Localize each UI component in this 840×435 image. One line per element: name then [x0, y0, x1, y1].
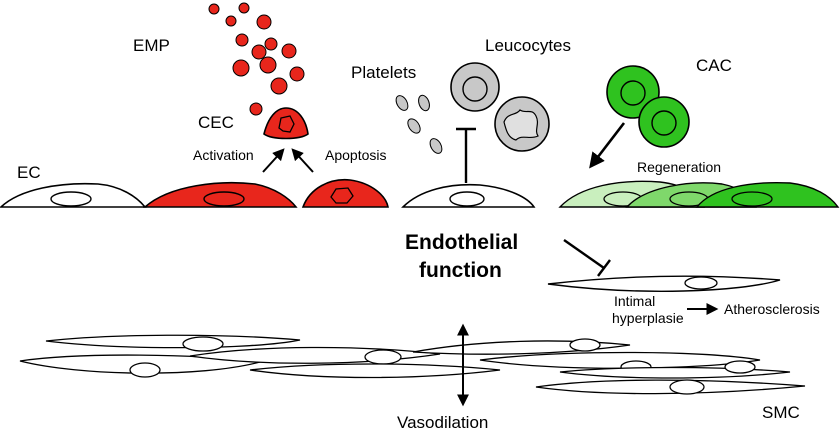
label-emp: EMP [133, 36, 170, 55]
cac-homing-arrow [589, 122, 626, 169]
intimal-smc-cell [547, 275, 781, 292]
label-smc: SMC [762, 403, 800, 422]
ec-cell [0, 182, 147, 208]
label-intimal-line2: hyperplasie [612, 310, 684, 326]
label-cec: CEC [198, 113, 234, 132]
inhibition-arrow-intimal [563, 239, 611, 277]
label-vasodilation: Vasodilation [397, 413, 488, 432]
label-platelets: Platelets [351, 63, 416, 82]
label-apoptosis: Apoptosis [325, 147, 386, 163]
activated-ec-cell [142, 181, 298, 208]
healthy-ec-cell [401, 183, 536, 208]
label-endothelial-function-line2: function [419, 259, 502, 282]
apoptosis-arrow [291, 148, 314, 173]
cec-cell [263, 107, 309, 140]
label-activation: Activation [193, 147, 254, 163]
label-ec: EC [17, 163, 41, 182]
activation-arrow [262, 148, 285, 173]
label-intimal-line1: Intimal [614, 293, 655, 309]
emp-particles [208, 2, 305, 116]
platelets [395, 94, 443, 154]
label-regeneration: Regeneration [637, 159, 721, 175]
label-atherosclerosis: Atherosclerosis [724, 301, 820, 317]
smc-layer [19, 334, 806, 395]
label-endothelial-function-line1: Endothelial [405, 231, 518, 254]
label-leucocytes: Leucocytes [485, 36, 571, 55]
apoptotic-ec-cell [301, 179, 389, 208]
cac-cells [606, 65, 690, 148]
inhibition-arrow-platelets [456, 127, 476, 183]
label-cac: CAC [696, 56, 732, 75]
regenerating-ec-cells [558, 180, 840, 208]
leucocytes [450, 62, 550, 152]
